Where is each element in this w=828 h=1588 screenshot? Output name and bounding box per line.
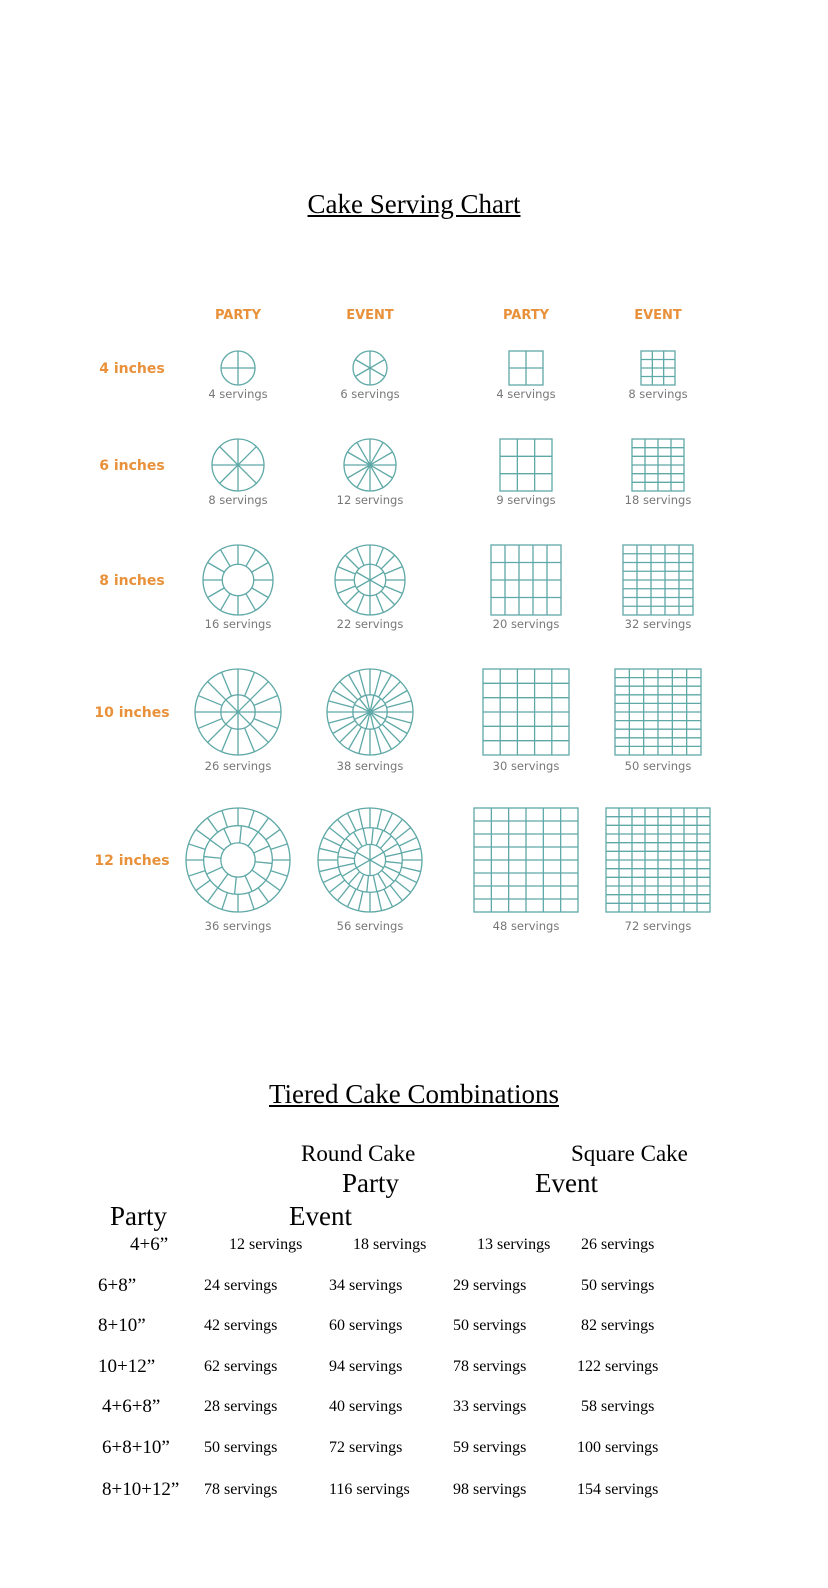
size-label: 8 inches — [99, 573, 164, 589]
tier-size-label: 10+12” — [98, 1356, 156, 1377]
tier-servings-cell: 72 servings — [329, 1439, 403, 1456]
tier-servings-cell: 62 servings — [204, 1358, 278, 1375]
tier-size-label: 6+8+10” — [102, 1437, 170, 1458]
tier-servings-cell: 122 servings — [577, 1358, 659, 1375]
round-event-cake — [334, 544, 406, 616]
square-party-cake — [482, 668, 570, 756]
tier-servings-cell: 29 servings — [453, 1277, 527, 1294]
servings-label: 4 servings — [496, 387, 555, 401]
event-top-label: Event — [535, 1168, 598, 1198]
round-party-cake — [202, 544, 274, 616]
servings-label: 38 servings — [337, 759, 404, 773]
square-event-cake — [640, 350, 676, 386]
serving-chart-diagram: PARTY EVENT PARTY EVENT 4 inches 4 servings 6 … — [94, 308, 711, 933]
tier-servings-cell: 78 servings — [453, 1358, 527, 1375]
column-header-party: PARTY — [215, 308, 262, 323]
tier-servings-cell: 12 servings — [229, 1236, 303, 1253]
tier-servings-cell: 98 servings — [453, 1481, 527, 1498]
tier-servings-cell: 116 servings — [329, 1481, 410, 1498]
size-label: 6 inches — [99, 458, 164, 474]
tier-servings-cell: 42 servings — [204, 1317, 278, 1334]
event-left-label: Event — [289, 1201, 352, 1231]
square-party-cake — [473, 807, 579, 913]
round-party-cake — [194, 668, 282, 756]
servings-label: 8 servings — [628, 387, 687, 401]
tier-size-label: 8+10” — [98, 1315, 146, 1336]
round-party-cake — [220, 350, 256, 386]
tier-servings-cell: 94 servings — [329, 1358, 403, 1375]
square-party-cake — [490, 544, 562, 616]
square-party-cake — [499, 438, 553, 492]
square-event-cake — [631, 438, 685, 492]
tier-servings-cell: 58 servings — [581, 1398, 655, 1415]
party-left-label: Party — [110, 1201, 167, 1231]
servings-label: 26 servings — [205, 759, 272, 773]
tier-servings-cell: 24 servings — [204, 1277, 278, 1294]
square-event-cake — [605, 807, 711, 913]
tier-servings-cell: 60 servings — [329, 1317, 403, 1334]
round-event-cake — [317, 807, 423, 913]
servings-label: 12 servings — [337, 493, 404, 507]
tier-servings-cell: 59 servings — [453, 1439, 527, 1456]
tier-size-label: 6+8” — [98, 1275, 137, 1296]
size-label: 10 inches — [94, 705, 169, 721]
round-event-cake — [343, 438, 397, 492]
column-header-event: EVENT — [634, 308, 682, 323]
round-party-cake — [185, 807, 291, 913]
square-event-cake — [614, 668, 702, 756]
tier-servings-cell: 18 servings — [353, 1236, 427, 1253]
tier-size-label: 8+10+12” — [102, 1479, 180, 1500]
square-cake-label: Square Cake — [571, 1141, 688, 1166]
servings-label: 4 servings — [208, 387, 267, 401]
tier-servings-cell: 154 servings — [577, 1481, 659, 1498]
tier-servings-cell: 82 servings — [581, 1317, 655, 1334]
tier-servings-cell: 13 servings — [477, 1236, 551, 1253]
servings-label: 20 servings — [493, 617, 560, 631]
servings-label: 72 servings — [625, 919, 692, 933]
size-label: 4 inches — [99, 361, 164, 377]
servings-label: 18 servings — [625, 493, 692, 507]
servings-label: 16 servings — [205, 617, 272, 631]
servings-label: 50 servings — [625, 759, 692, 773]
party-top-label: Party — [342, 1168, 399, 1198]
square-event-cake — [622, 544, 694, 616]
column-header-party: PARTY — [503, 308, 550, 323]
round-event-cake — [326, 668, 414, 756]
square-party-cake — [508, 350, 544, 386]
round-event-cake — [352, 350, 388, 386]
tier-servings-cell: 50 servings — [581, 1277, 655, 1294]
servings-label: 22 servings — [337, 617, 404, 631]
size-label: 12 inches — [94, 853, 169, 869]
servings-label: 9 servings — [496, 493, 555, 507]
servings-label: 6 servings — [340, 387, 399, 401]
round-cake-label: Round Cake — [301, 1141, 416, 1166]
servings-label: 8 servings — [208, 493, 267, 507]
servings-label: 30 servings — [493, 759, 560, 773]
tier-size-label: 4+6” — [130, 1234, 169, 1255]
tier-size-label: 4+6+8” — [102, 1396, 161, 1417]
servings-label: 32 servings — [625, 617, 692, 631]
page-title: Cake Serving Chart — [307, 189, 521, 219]
column-header-event: EVENT — [346, 308, 394, 323]
tiered-title: Tiered Cake Combinations — [269, 1079, 559, 1109]
tier-servings-cell: 28 servings — [204, 1398, 278, 1415]
round-party-cake — [211, 438, 265, 492]
servings-label: 56 servings — [337, 919, 404, 933]
tier-servings-cell: 100 servings — [577, 1439, 659, 1456]
tier-servings-cell: 50 servings — [453, 1317, 527, 1334]
servings-label: 36 servings — [205, 919, 272, 933]
tier-servings-cell: 33 servings — [453, 1398, 527, 1415]
tier-servings-cell: 78 servings — [204, 1481, 278, 1498]
tier-servings-cell: 40 servings — [329, 1398, 403, 1415]
tier-servings-cell: 26 servings — [581, 1236, 655, 1253]
tier-servings-cell: 34 servings — [329, 1277, 403, 1294]
tier-servings-cell: 50 servings — [204, 1439, 278, 1456]
servings-label: 48 servings — [493, 919, 560, 933]
